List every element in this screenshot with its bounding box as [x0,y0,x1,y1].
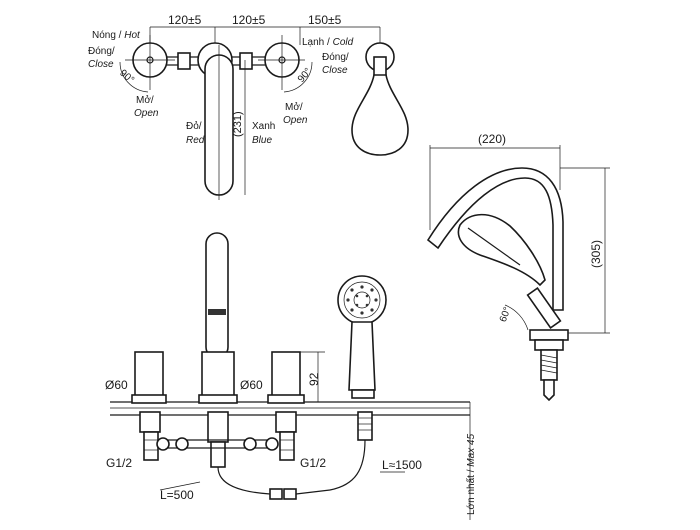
open-right-label: Mở/ [285,101,303,113]
hand-shower-face-icon [337,275,387,325]
front-dia-right-label: Ø60 [240,378,263,392]
spout-length-label: (231) [232,111,244,137]
front-thread-right-label: G1/2 [300,456,326,470]
side-angle-label: 60° [498,306,514,324]
angle-left-label: 90° [117,68,136,86]
front-height-label: 92 [307,372,321,386]
dim-left-label: 120±5 [168,13,202,27]
dim-middle-label: 120±5 [232,13,266,27]
front-thread-left-label: G1/2 [106,456,132,470]
side-height-label: (305) [589,240,603,268]
cold-label: Lạnh / Cold [302,37,354,48]
shower-head-top-view [351,42,409,156]
close-right-label: Đóng/ [322,52,349,63]
max-thickness-label: Lớn nhất / Max 45 [465,434,477,515]
blue-label: Xanh [252,121,275,132]
blue-label-en: Blue [252,135,272,146]
open-right-en: Open [283,115,308,126]
front-dia-left-label: Ø60 [105,378,128,392]
hot-label: Nóng / Hot [92,30,141,41]
red-label-en: Red [186,135,205,146]
close-left-en: Close [88,59,114,70]
close-right-en: Close [322,65,348,76]
hose-long-label: L≈1500 [382,458,422,472]
side-width-label: (220) [478,132,506,146]
aerator-icon [208,309,226,315]
side-view: (220) (305) 60° [426,132,610,402]
close-left-label: Đóng/ [88,46,115,57]
front-view: Ø60 G1/2 Ø60 G1/2 92 [105,232,477,520]
red-label: Đỏ/ [186,120,202,132]
top-view: 120±5 120±5 150±5 Nóng / Hot Đóng/ Close… [88,13,381,200]
dim-right-label: 150±5 [308,13,342,27]
hose-short-label: L=500 [160,488,194,502]
open-left-label: Mở/ [136,94,154,106]
open-left-en: Open [134,108,159,119]
